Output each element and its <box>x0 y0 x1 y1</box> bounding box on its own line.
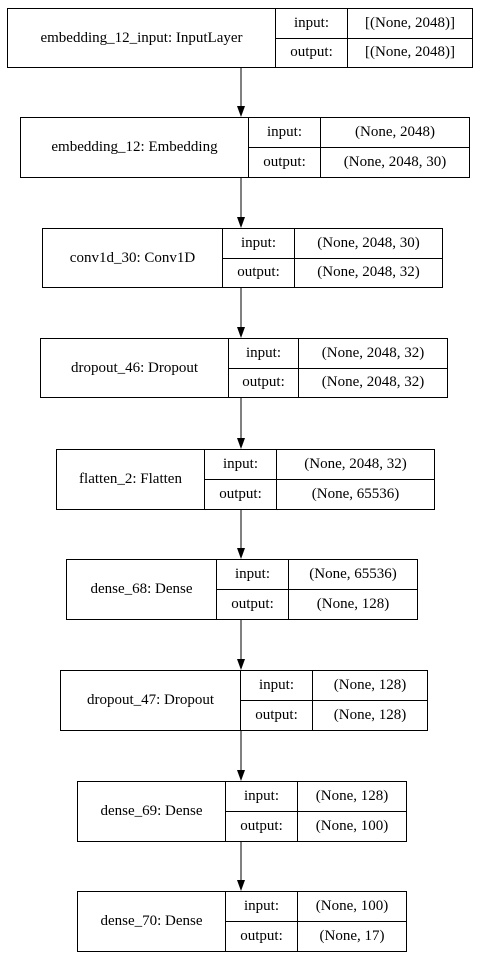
input-label: input: <box>229 339 298 369</box>
output-label: output: <box>231 596 274 612</box>
arrowhead-icon <box>237 327 245 338</box>
arrowhead-icon <box>237 438 245 449</box>
input-label: input: <box>223 229 294 259</box>
input-shape: [(None, 2048)] <box>348 9 472 39</box>
input-shape: (None, 100) <box>298 892 406 922</box>
layer-name: dense_68: Dense <box>67 560 217 619</box>
arrowhead-icon <box>237 659 245 670</box>
output-label: output: <box>237 264 280 281</box>
layer-name: dropout_47: Dropout <box>61 671 241 730</box>
arrowhead-icon <box>237 217 245 228</box>
io-labels: input: output: <box>229 339 299 397</box>
input-shape: (None, 128) <box>298 782 406 812</box>
output-label: output: <box>255 707 298 723</box>
input-shape: (None, 65536) <box>289 560 417 590</box>
arrowhead-icon <box>237 106 245 117</box>
io-values: (None, 65536) (None, 128) <box>289 560 417 619</box>
io-values: (None, 2048, 30) (None, 2048, 32) <box>295 229 442 287</box>
output-shape: (None, 2048, 32) <box>321 374 425 391</box>
input-label: input: <box>249 118 320 148</box>
input-label: input: <box>226 782 297 812</box>
layer-name: embedding_12_input: InputLayer <box>8 9 276 67</box>
io-labels: input: output: <box>226 892 298 951</box>
input-shape: (None, 2048, 30) <box>295 229 442 259</box>
output-label: output: <box>263 154 306 170</box>
io-values: (None, 100) (None, 17) <box>298 892 406 951</box>
layer-name: dense_70: Dense <box>78 892 226 951</box>
io-values: [(None, 2048)] [(None, 2048)] <box>348 9 472 67</box>
io-labels: input: output: <box>241 671 313 730</box>
io-labels: input: output: <box>217 560 289 619</box>
output-shape: (None, 128) <box>316 596 390 612</box>
input-label: input: <box>241 671 312 701</box>
arrowhead-icon <box>237 770 245 781</box>
input-label: input: <box>226 892 297 922</box>
output-label: output: <box>242 374 285 391</box>
output-shape: (None, 2048, 32) <box>317 264 420 281</box>
input-label: input: <box>276 9 347 39</box>
arrowhead-icon <box>237 880 245 891</box>
input-shape: (None, 2048) <box>321 118 469 148</box>
output-shape: (None, 2048, 30) <box>343 154 447 170</box>
io-labels: input: output: <box>249 118 321 177</box>
io-labels: input: output: <box>276 9 348 67</box>
input-shape: (None, 2048, 32) <box>299 339 447 369</box>
layer-name: embedding_12: Embedding <box>21 118 249 177</box>
io-labels: input: output: <box>223 229 295 287</box>
layer-name: dropout_46: Dropout <box>41 339 229 397</box>
io-values: (None, 2048) (None, 2048, 30) <box>321 118 469 177</box>
layer-name: dense_69: Dense <box>78 782 226 841</box>
output-shape: [(None, 2048)] <box>365 44 455 61</box>
output-shape: (None, 100) <box>315 818 389 834</box>
input-shape: (None, 128) <box>313 671 427 701</box>
layer-name: conv1d_30: Conv1D <box>43 229 223 287</box>
io-labels: input: output: <box>226 782 298 841</box>
input-label: input: <box>217 560 288 590</box>
input-shape: (None, 2048, 32) <box>277 450 434 480</box>
output-label: output: <box>240 928 283 944</box>
output-shape: (None, 65536) <box>311 486 400 502</box>
output-label: output: <box>240 818 283 834</box>
io-values: (None, 128) (None, 128) <box>313 671 427 730</box>
io-labels: input: output: <box>205 450 277 509</box>
layer-name: flatten_2: Flatten <box>57 450 205 509</box>
output-label: output: <box>219 486 262 502</box>
io-values: (None, 2048, 32) (None, 65536) <box>277 450 434 509</box>
output-label: output: <box>290 44 333 61</box>
io-values: (None, 2048, 32) (None, 2048, 32) <box>299 339 447 397</box>
input-label: input: <box>205 450 276 480</box>
io-values: (None, 128) (None, 100) <box>298 782 406 841</box>
output-shape: (None, 128) <box>333 707 407 723</box>
output-shape: (None, 17) <box>319 928 385 944</box>
arrowhead-icon <box>237 548 245 559</box>
